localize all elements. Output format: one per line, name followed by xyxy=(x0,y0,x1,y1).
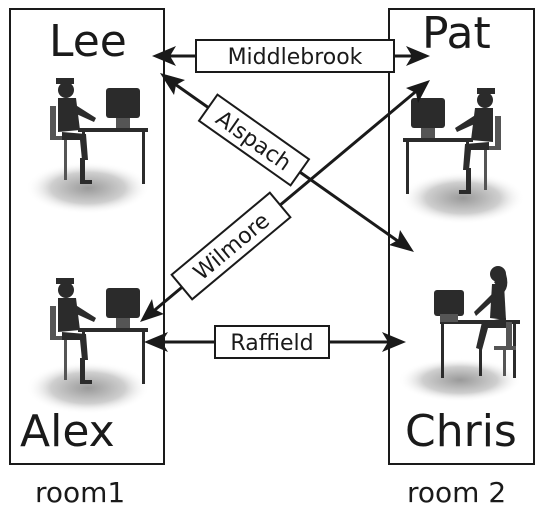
man-at-computer-icon xyxy=(401,88,525,224)
woman-at-computer-icon xyxy=(398,266,522,402)
room-label-right: room 2 xyxy=(407,476,506,506)
man-at-computer-icon xyxy=(26,278,150,414)
connection-label-raffield: Raffield xyxy=(230,331,313,356)
person-name-chris: Chris xyxy=(405,406,517,457)
connection-alspach: Alspach xyxy=(160,73,414,252)
person-name-alex: Alex xyxy=(20,406,115,457)
connection-raffield: Raffield xyxy=(144,325,406,359)
connection-wilmore: Wilmore xyxy=(140,80,430,322)
person-name-pat: Pat xyxy=(422,8,491,59)
connection-label-middlebrook: Middlebrook xyxy=(228,45,363,70)
connection-label-wilmore: Wilmore xyxy=(189,209,274,286)
man-at-computer-icon xyxy=(26,78,150,214)
connection-middlebrook: Middlebrook xyxy=(152,39,430,73)
room-label-left: room1 xyxy=(35,476,125,506)
person-name-lee: Lee xyxy=(49,16,127,67)
room1-frame xyxy=(9,8,165,465)
